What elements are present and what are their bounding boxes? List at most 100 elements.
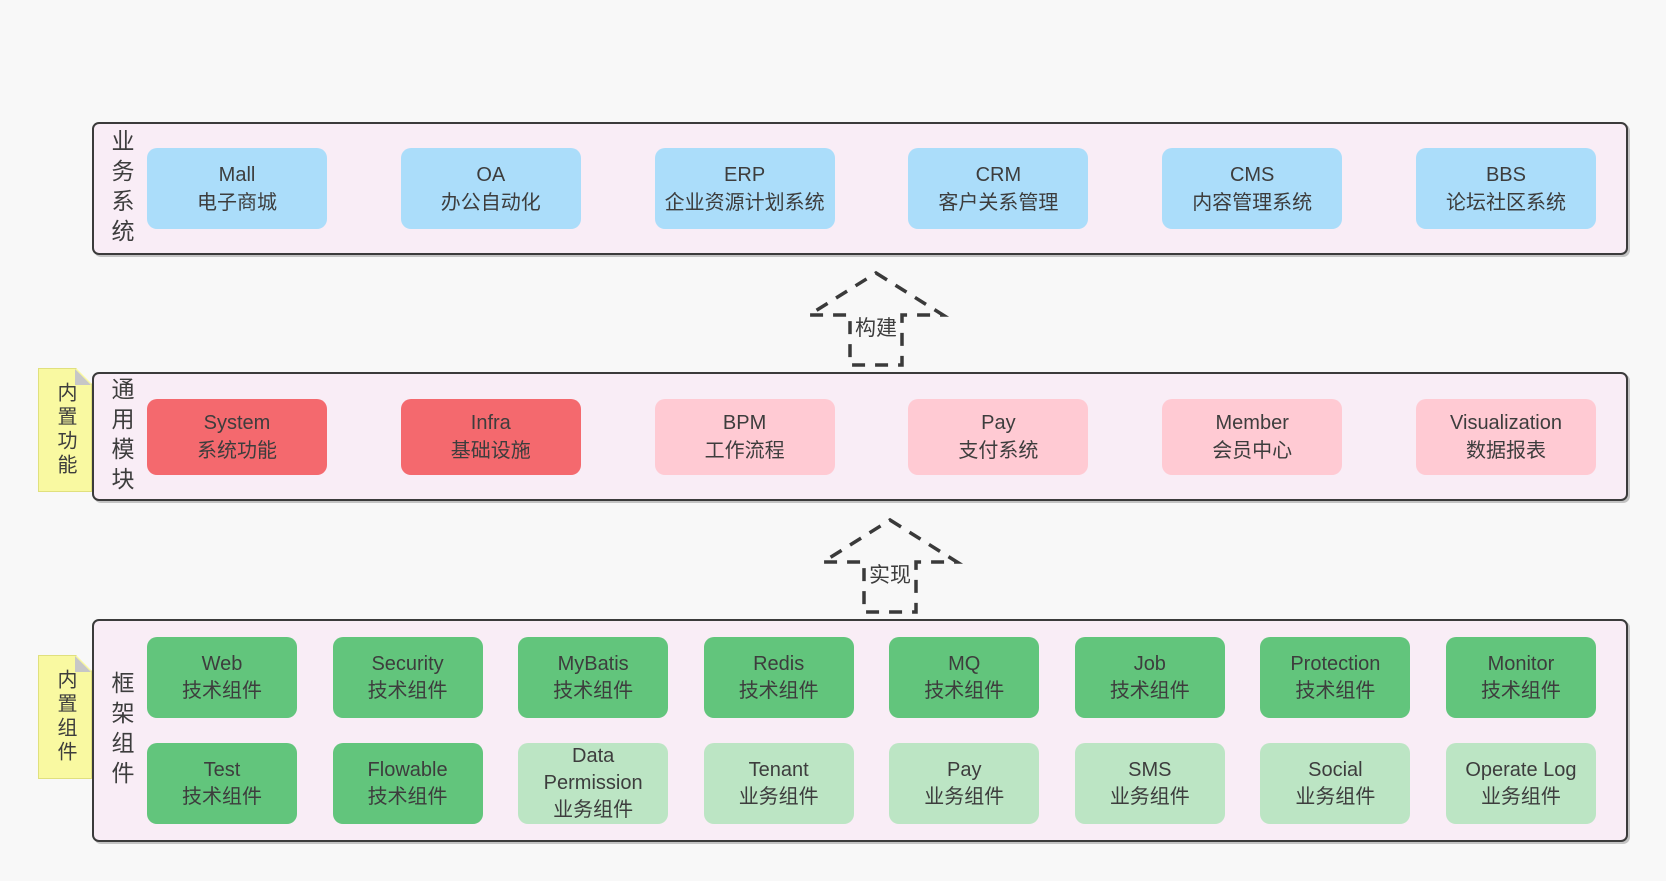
- node-title: Monitor: [1487, 652, 1555, 675]
- node-subtitle: 企业资源计划系统: [664, 191, 825, 214]
- business-components-row: Test 技术组件 Flowable 技术组件 Data Permission …: [147, 743, 1596, 824]
- node-subtitle: 业务组件: [1480, 785, 1561, 808]
- node-pay: Pay 支付系统: [908, 398, 1089, 475]
- band-label-framework-components: 框架组件: [94, 621, 147, 840]
- node-subtitle: 论坛社区系统: [1445, 191, 1566, 214]
- node-title: Member: [1215, 411, 1289, 434]
- node-title: SMS: [1128, 758, 1172, 781]
- node-title: Pay: [981, 411, 1016, 434]
- dashed-up-arrow-icon: [816, 517, 964, 614]
- node-title: BPM: [722, 411, 767, 434]
- node-subtitle: 技术组件: [553, 679, 634, 702]
- node-web: Web 技术组件: [147, 637, 297, 718]
- node-subtitle: 技术组件: [1480, 679, 1561, 702]
- node-cms: CMS 内容管理系统: [1162, 148, 1343, 229]
- dashed-up-arrow-icon: [802, 270, 950, 367]
- node-subtitle: 技术组件: [924, 679, 1005, 702]
- node-mq: MQ 技术组件: [889, 637, 1040, 718]
- node-title: Visualization: [1450, 411, 1562, 434]
- node-data-permission: Data Permission 业务组件: [518, 743, 669, 824]
- node-subtitle: 内容管理系统: [1192, 191, 1313, 214]
- common-modules-row: System 系统功能 Infra 基础设施 BPM 工作流程 Pay 支付系统…: [147, 398, 1596, 475]
- node-title: BBS: [1485, 163, 1526, 186]
- node-subtitle: 支付系统: [958, 439, 1039, 462]
- node-title: Security: [371, 652, 444, 675]
- node-subtitle: 技术组件: [738, 679, 819, 702]
- node-subtitle: 会员中心: [1212, 439, 1293, 462]
- node-subtitle: 业务组件: [1295, 785, 1376, 808]
- node-erp: ERP 企业资源计划系统: [654, 148, 835, 229]
- node-sms: SMS 业务组件: [1074, 743, 1225, 824]
- node-title: Mall: [218, 163, 256, 186]
- node-subtitle: 系统功能: [197, 439, 277, 462]
- node-protection: Protection 技术组件: [1260, 637, 1411, 718]
- page-fold-icon: [75, 656, 91, 672]
- node-subtitle: 业务组件: [738, 785, 819, 808]
- node-member: Member 会员中心: [1162, 398, 1343, 475]
- node-subtitle: 数据报表: [1465, 439, 1546, 462]
- node-mall: Mall 电子商城: [147, 148, 327, 229]
- node-subtitle: 基础设施: [450, 439, 531, 462]
- band-label-text: 框架组件: [108, 670, 134, 791]
- node-title: System: [203, 411, 271, 434]
- node-subtitle: 客户关系管理: [938, 191, 1059, 214]
- band-label-text: 业务系统: [108, 128, 134, 249]
- sticky-built-in-functions: 内置功能: [38, 368, 92, 492]
- node-title: ERP: [724, 163, 766, 186]
- node-title: MyBatis: [557, 652, 629, 675]
- node-title: Flowable: [367, 758, 448, 781]
- node-title: Pay: [947, 758, 982, 781]
- implement-arrow: 实现: [815, 515, 965, 615]
- band-business-systems: 业务系统 Mall 电子商城 OA 办公自动化 ERP 企业资源计划系统 CRM: [92, 122, 1628, 255]
- node-infra: Infra 基础设施: [400, 398, 581, 475]
- node-bbs: BBS 论坛社区系统: [1415, 148, 1596, 229]
- node-subtitle: 工作流程: [704, 439, 785, 462]
- sticky-label: 内置组件: [54, 669, 76, 765]
- node-tenant: Tenant 业务组件: [703, 743, 854, 824]
- band-label-business-systems: 业务系统: [94, 124, 147, 253]
- node-operate-log: Operate Log 业务组件: [1445, 743, 1596, 824]
- node-pay-business: Pay 业务组件: [889, 743, 1040, 824]
- node-subtitle: 技术组件: [1295, 679, 1376, 702]
- node-subtitle: 办公自动化: [440, 191, 541, 214]
- node-title: CRM: [975, 163, 1022, 186]
- node-subtitle: 业务组件: [553, 799, 634, 821]
- band-framework-components: 框架组件 Web 技术组件 Security 技术组件 MyBatis 技术组件…: [92, 619, 1628, 842]
- node-subtitle: 技术组件: [182, 679, 262, 702]
- node-monitor: Monitor 技术组件: [1445, 637, 1596, 718]
- node-social: Social 业务组件: [1260, 743, 1411, 824]
- node-title: Tenant: [748, 758, 809, 781]
- node-system: System 系统功能: [147, 398, 327, 475]
- node-title: MQ: [948, 652, 981, 675]
- node-title: Web: [201, 652, 243, 675]
- node-title: CMS: [1229, 163, 1275, 186]
- node-title: Operate Log: [1465, 758, 1577, 781]
- node-title: Redis: [753, 652, 805, 675]
- node-redis: Redis 技术组件: [703, 637, 854, 718]
- node-title: Test: [203, 758, 241, 781]
- node-oa: OA 办公自动化: [400, 148, 581, 229]
- node-subtitle: 技术组件: [367, 679, 448, 702]
- node-subtitle: 技术组件: [367, 785, 448, 808]
- band-common-modules: 通用模块 System 系统功能 Infra 基础设施 BPM 工作流程 Pay: [92, 372, 1628, 501]
- node-title: OA: [476, 163, 506, 186]
- node-subtitle: 技术组件: [182, 785, 262, 808]
- business-systems-row: Mall 电子商城 OA 办公自动化 ERP 企业资源计划系统 CRM 客户关系…: [147, 148, 1596, 229]
- node-crm: CRM 客户关系管理: [908, 148, 1089, 229]
- build-arrow: 构建: [801, 268, 951, 368]
- sticky-built-in-components: 内置组件: [38, 655, 92, 779]
- node-visualization: Visualization 数据报表: [1415, 398, 1596, 475]
- band-label-text: 通用模块: [108, 376, 134, 497]
- node-subtitle: 电子商城: [197, 191, 277, 214]
- node-title: Data Permission: [543, 745, 643, 794]
- band-label-common-modules: 通用模块: [94, 374, 147, 499]
- node-subtitle: 技术组件: [1109, 679, 1190, 702]
- node-title: Social: [1308, 758, 1363, 781]
- build-arrow-label: 构建: [852, 312, 900, 342]
- implement-arrow-label: 实现: [866, 559, 914, 589]
- node-test: Test 技术组件: [147, 743, 297, 824]
- sticky-label: 内置功能: [54, 382, 76, 478]
- node-title: Job: [1133, 652, 1166, 675]
- node-flowable: Flowable 技术组件: [332, 743, 483, 824]
